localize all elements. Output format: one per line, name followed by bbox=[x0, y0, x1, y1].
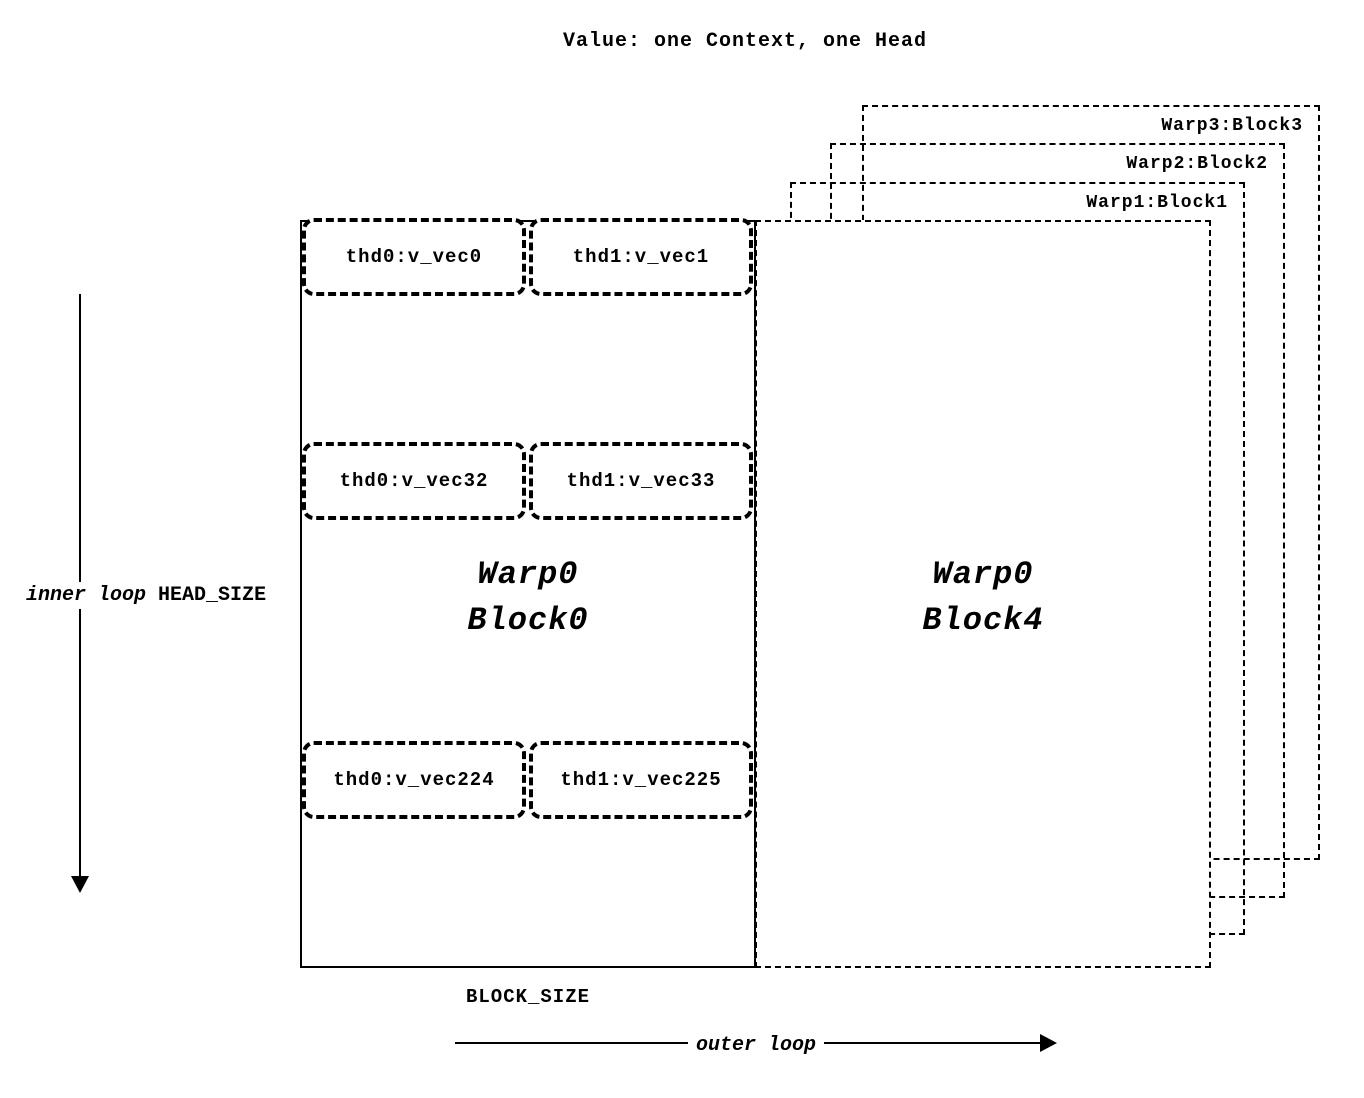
vec-box-thd1-v-vec1: thd1:v_vec1 bbox=[529, 218, 753, 296]
block4-label-line2: Block4 bbox=[922, 602, 1044, 640]
inner-loop-arrow-head bbox=[71, 876, 89, 893]
inner-loop-head-size-label: inner loop HEAD_SIZE bbox=[22, 582, 271, 609]
block-warp0-block0: Warp0 Block0 bbox=[300, 220, 756, 968]
block-warp0-block4: Warp0 Block4 bbox=[755, 220, 1211, 968]
vec-box-thd1-v-vec225: thd1:v_vec225 bbox=[529, 741, 753, 819]
vec-box-thd0-v-vec224: thd0:v_vec224 bbox=[302, 741, 526, 819]
block0-label: Warp0 Block0 bbox=[302, 552, 754, 645]
block4-label-line1: Warp0 bbox=[932, 556, 1034, 593]
block-warp2-label: Warp2:Block2 bbox=[1126, 154, 1268, 174]
block-size-label: BLOCK_SIZE bbox=[465, 986, 591, 1008]
vec-box-thd1-v-vec33: thd1:v_vec33 bbox=[529, 442, 753, 520]
outer-loop-label: outer loop bbox=[688, 1032, 825, 1059]
block-warp1-label: Warp1:Block1 bbox=[1086, 193, 1228, 213]
block-warp3-label: Warp3:Block3 bbox=[1161, 116, 1303, 136]
block0-label-line1: Warp0 bbox=[477, 556, 579, 593]
inner-loop-text: inner loop bbox=[26, 584, 147, 607]
diagram-title: Value: one Context, one Head bbox=[562, 30, 928, 53]
block0-label-line2: Block0 bbox=[467, 602, 589, 640]
head-size-text: HEAD_SIZE bbox=[158, 584, 267, 607]
vec-box-thd0-v-vec0: thd0:v_vec0 bbox=[302, 218, 526, 296]
vec-box-thd0-v-vec32: thd0:v_vec32 bbox=[302, 442, 526, 520]
block4-label: Warp0 Block4 bbox=[757, 552, 1209, 645]
outer-loop-arrow-head bbox=[1040, 1034, 1057, 1052]
